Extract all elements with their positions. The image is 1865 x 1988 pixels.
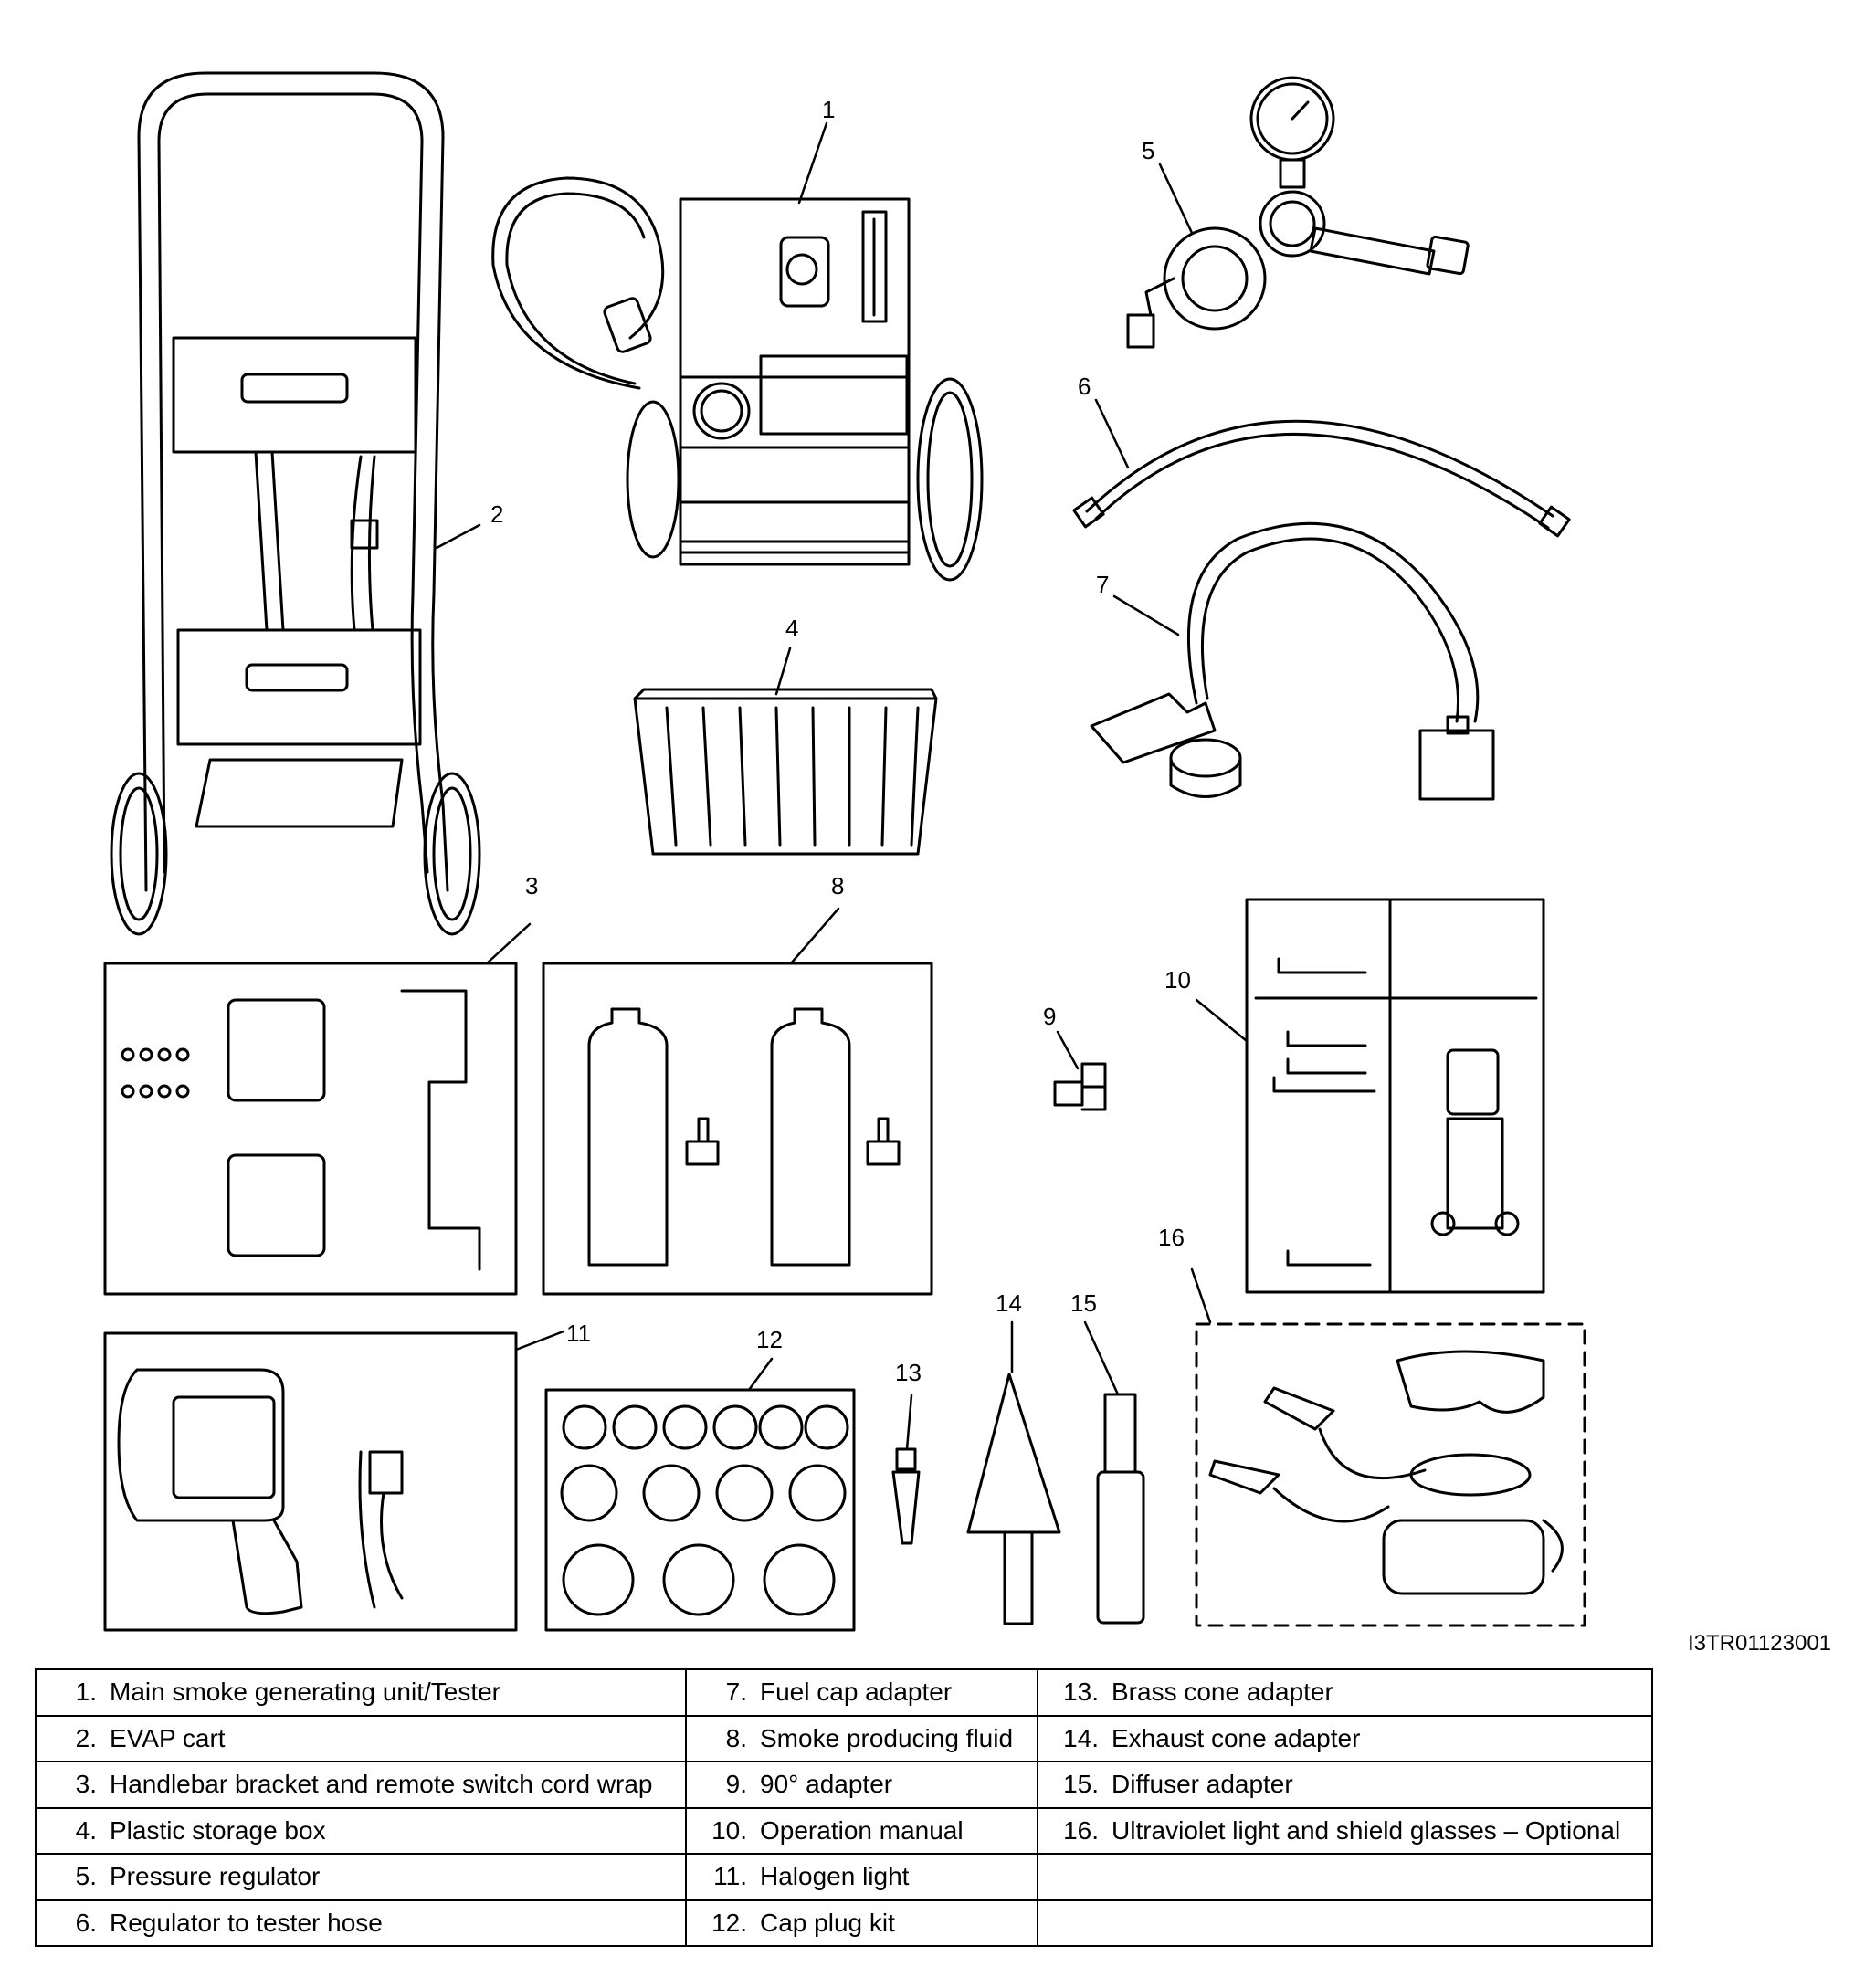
legend-row: 1.Main smoke generating unit/Tester 7.Fu… <box>35 1668 1653 1717</box>
callout-3: 3 <box>525 872 539 899</box>
callout-15: 15 <box>1070 1289 1097 1317</box>
legend-cell: 6.Regulator to tester hose <box>35 1899 687 1947</box>
90-degree-adapter-drawing <box>1053 1062 1107 1111</box>
leader-lines <box>435 121 1249 1451</box>
legend-cell: 5.Pressure regulator <box>35 1853 687 1901</box>
fuel-cap-adapter-drawing <box>1090 521 1495 801</box>
pressure-regulator-drawing <box>1126 76 1470 349</box>
callout-14: 14 <box>996 1289 1022 1317</box>
callout-5: 5 <box>1142 137 1155 164</box>
callout-1: 1 <box>822 96 836 123</box>
legend-cell: 15.Diffuser adapter <box>1037 1761 1653 1809</box>
smoke-tester-drawing <box>491 176 984 582</box>
callout-7: 7 <box>1096 571 1110 598</box>
legend-cell <box>1037 1853 1653 1901</box>
legend-row: 6.Regulator to tester hose 12.Cap plug k… <box>35 1899 1653 1947</box>
handlebar-bracket-drawing <box>103 962 518 1296</box>
storage-box-drawing <box>633 688 938 856</box>
cap-plug-kit-drawing <box>544 1388 856 1632</box>
legend-cell: 8.Smoke producing fluid <box>685 1714 1038 1762</box>
callout-2: 2 <box>490 500 504 528</box>
operation-manual-drawing <box>1245 898 1545 1294</box>
uv-light-kit-drawing <box>1195 1322 1586 1627</box>
legend-cell: 11.Halogen light <box>685 1853 1038 1901</box>
legend-cell: 1.Main smoke generating unit/Tester <box>35 1668 687 1717</box>
legend-cell: 13.Brass cone adapter <box>1037 1668 1653 1717</box>
brass-cone-adapter-drawing <box>891 1447 921 1545</box>
exhaust-cone-adapter-drawing <box>966 1373 1061 1625</box>
parts-legend-table: 1.Main smoke generating unit/Tester 7.Fu… <box>35 1668 1653 1947</box>
legend-cell: 3.Handlebar bracket and remote switch co… <box>35 1761 687 1809</box>
callout-12: 12 <box>756 1326 783 1353</box>
legend-cell: 7.Fuel cap adapter <box>685 1668 1038 1717</box>
legend-row: 5.Pressure regulator 11.Halogen light <box>35 1853 1653 1901</box>
halogen-light-drawing <box>103 1331 518 1632</box>
smoke-fluid-drawing <box>542 962 933 1296</box>
legend-cell: 9.90° adapter <box>685 1761 1038 1809</box>
diffuser-adapter-drawing <box>1096 1393 1145 1625</box>
callout-8: 8 <box>831 872 845 899</box>
legend-row: 4.Plastic storage box 10.Operation manua… <box>35 1806 1653 1855</box>
legend-cell: 12.Cap plug kit <box>685 1899 1038 1947</box>
callout-9: 9 <box>1043 1003 1057 1030</box>
legend-cell: 10.Operation manual <box>685 1806 1038 1855</box>
legend-cell <box>1037 1899 1653 1947</box>
callout-6: 6 <box>1078 373 1091 400</box>
regulator-hose-drawing <box>1072 419 1571 538</box>
figure-id: I3TR01123001 <box>1688 1631 1832 1656</box>
legend-cell: 14.Exhaust cone adapter <box>1037 1714 1653 1762</box>
callout-4: 4 <box>785 615 799 642</box>
callout-11: 11 <box>566 1320 591 1347</box>
evap-cart-drawing <box>110 71 481 936</box>
legend-row: 3.Handlebar bracket and remote switch co… <box>35 1761 1653 1809</box>
legend-cell: 16.Ultraviolet light and shield glasses … <box>1037 1806 1653 1855</box>
evap-tool-illustration <box>103 71 1586 1632</box>
callout-16: 16 <box>1158 1224 1185 1251</box>
legend-cell: 2.EVAP cart <box>35 1714 687 1762</box>
callout-10: 10 <box>1164 966 1191 994</box>
legend-row: 2.EVAP cart 8.Smoke producing fluid 14.E… <box>35 1714 1653 1762</box>
legend-cell: 4.Plastic storage box <box>35 1806 687 1855</box>
callout-13: 13 <box>895 1359 922 1386</box>
